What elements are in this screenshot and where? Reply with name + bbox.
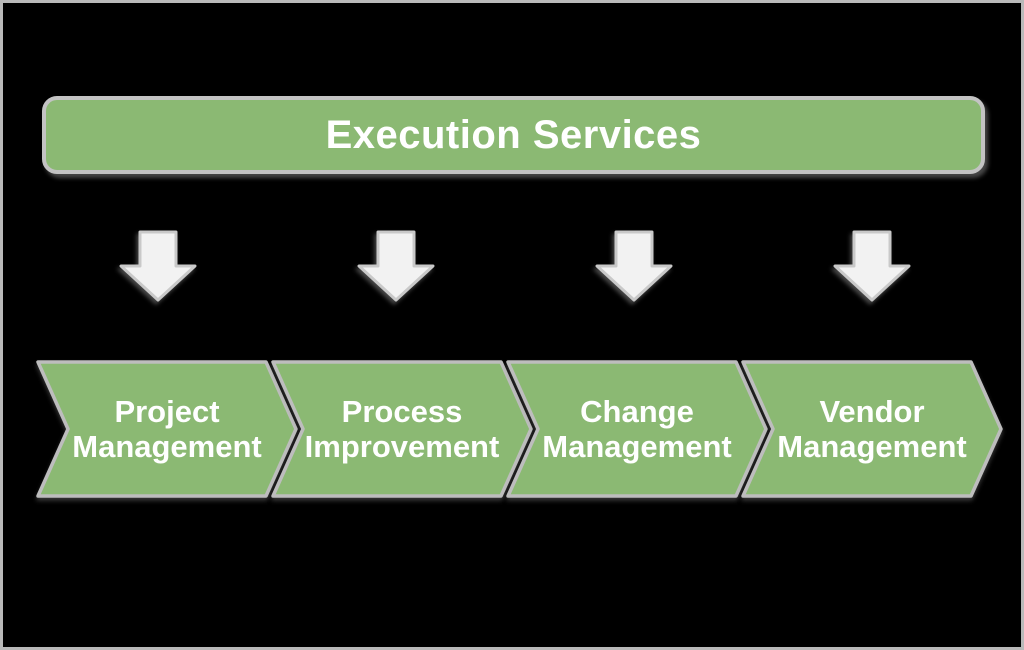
chevron-label-line2: Management bbox=[777, 429, 967, 464]
chevron-label-vendor-management: Vendor Management bbox=[752, 364, 992, 494]
chevron-label-project-management: Project Management bbox=[47, 364, 287, 494]
down-arrow-icon bbox=[357, 230, 435, 302]
chevron-label-line1: Vendor bbox=[819, 394, 925, 429]
chevron-label-line1: Process bbox=[341, 394, 463, 429]
down-arrow-icon bbox=[119, 230, 197, 302]
down-arrows-group bbox=[119, 230, 911, 302]
down-arrow-icon bbox=[833, 230, 911, 302]
chevron-label-change-management: Change Management bbox=[517, 364, 757, 494]
chevron-project-management bbox=[36, 360, 298, 498]
down-arrow-icon bbox=[595, 230, 673, 302]
chevron-label-line1: Project bbox=[114, 394, 220, 429]
chevron-label-line1: Change bbox=[580, 394, 694, 429]
diagram-canvas bbox=[36, 230, 1003, 498]
chevron-process-improvement bbox=[271, 360, 533, 498]
execution-services-banner: Execution Services bbox=[42, 96, 985, 174]
chevron-label-line2: Management bbox=[542, 429, 732, 464]
chevron-vendor-management bbox=[741, 360, 1003, 498]
chevron-label-line2: Improvement bbox=[304, 429, 500, 464]
chevron-change-management bbox=[506, 360, 768, 498]
chevron-label-process-improvement: Process Improvement bbox=[282, 364, 522, 494]
execution-services-label: Execution Services bbox=[325, 112, 702, 157]
chevron-steps-group bbox=[36, 360, 1003, 498]
chevron-label-line2: Management bbox=[72, 429, 262, 464]
